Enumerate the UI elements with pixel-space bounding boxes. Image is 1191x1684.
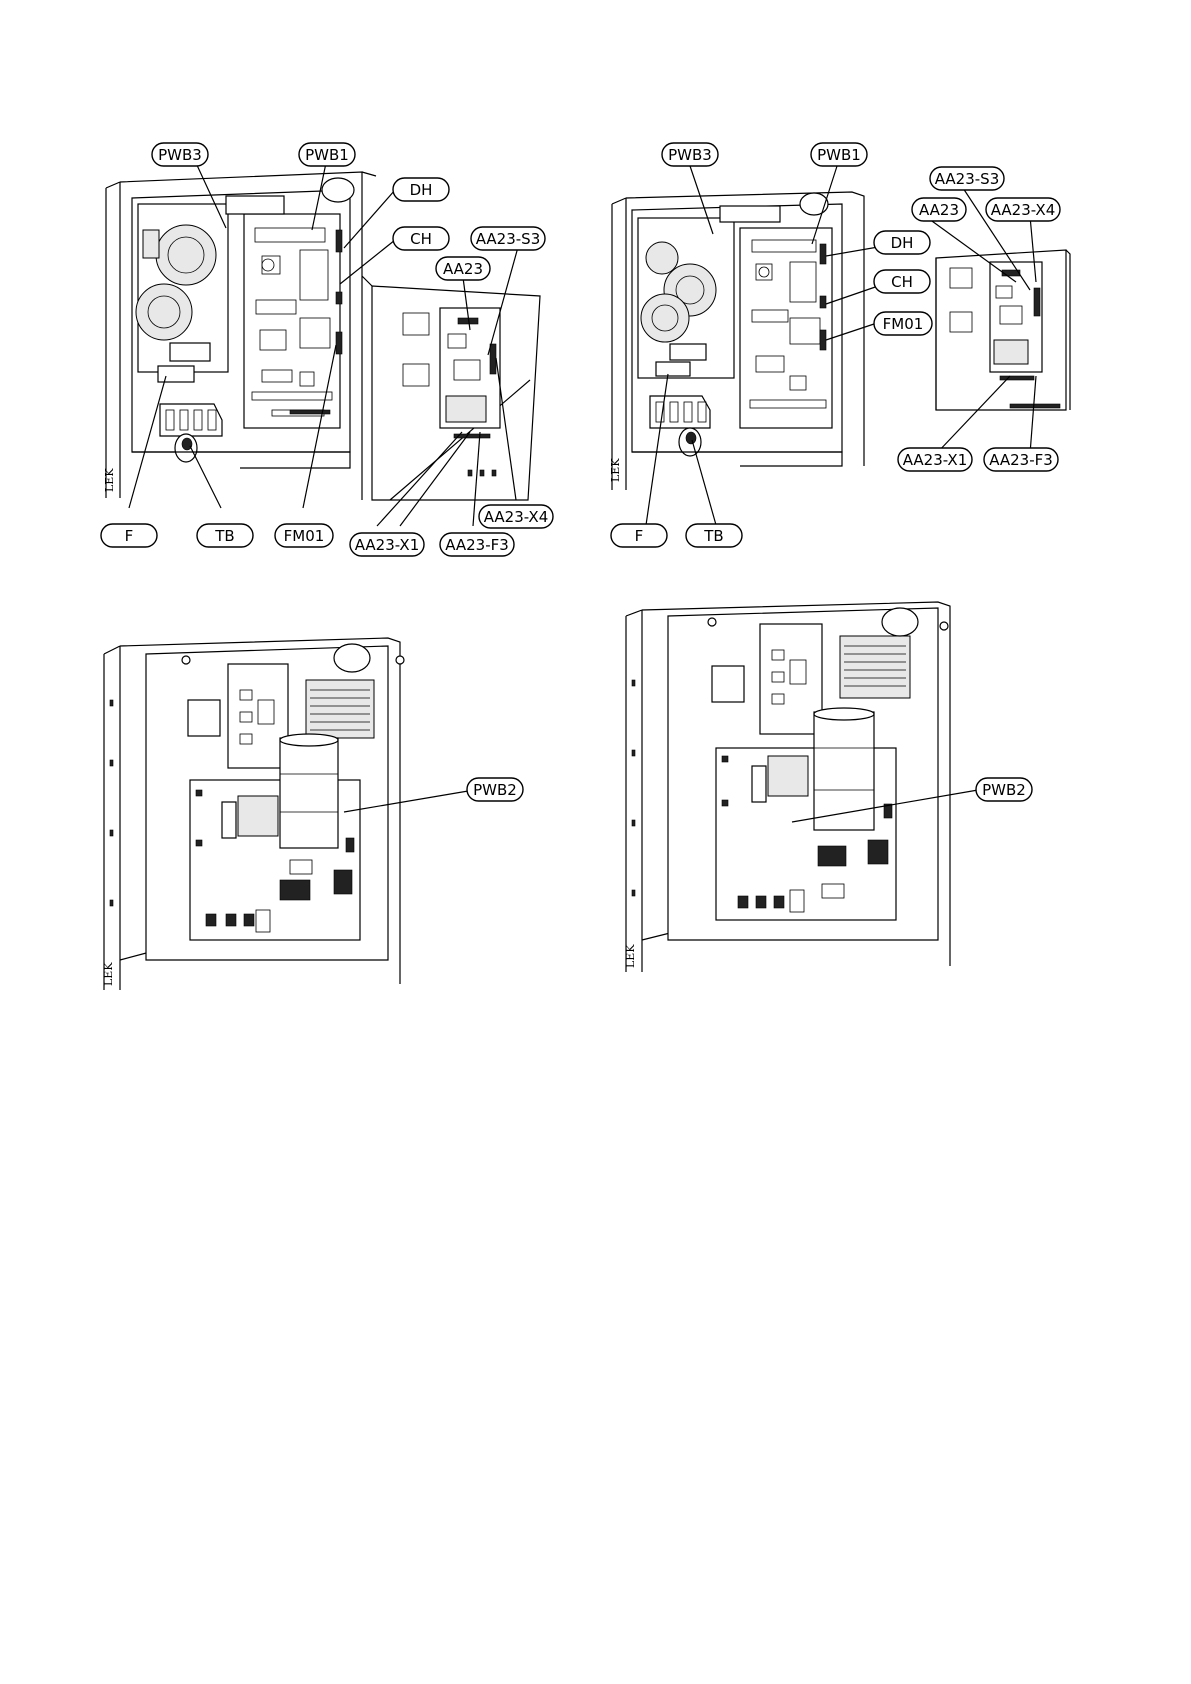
callout-dh: DH	[874, 231, 930, 254]
svg-text:PWB1: PWB1	[305, 146, 349, 164]
callout-f: F	[611, 524, 667, 547]
figure-top-left: LEK	[101, 143, 553, 556]
svg-text:AA23-S3: AA23-S3	[935, 170, 1000, 188]
svg-text:TB: TB	[214, 527, 234, 545]
svg-text:AA23-F3: AA23-F3	[445, 536, 509, 554]
svg-text:AA23-X4: AA23-X4	[991, 201, 1056, 219]
figure-bottom-right: LEK	[624, 602, 1032, 972]
figure-top-right: LEK	[609, 143, 1070, 547]
aa23-door	[362, 276, 540, 500]
pwb1-board	[740, 228, 832, 428]
svg-text:TB: TB	[703, 527, 723, 545]
electrolytic-capacitor	[280, 738, 338, 848]
callout-ch: CH	[393, 227, 449, 250]
svg-text:FM01: FM01	[883, 315, 924, 333]
transformer	[238, 796, 278, 836]
svg-text:AA23-X1: AA23-X1	[903, 451, 968, 469]
brand-mark: LEK	[102, 962, 115, 986]
svg-text:AA23: AA23	[443, 260, 483, 278]
brand-mark: LEK	[609, 458, 622, 482]
capacitor	[334, 644, 370, 672]
transformer	[768, 756, 808, 796]
callout-aa23-x4: AA23-X4	[479, 505, 553, 528]
callout-tb: TB	[197, 524, 253, 547]
svg-text:CH: CH	[410, 230, 432, 248]
aa23-transformer	[446, 396, 486, 422]
coil-filter	[306, 680, 374, 738]
capacitor	[882, 608, 918, 636]
svg-text:PWB2: PWB2	[982, 781, 1026, 799]
callout-pwb1: PWB1	[299, 143, 355, 166]
svg-text:AA23-X4: AA23-X4	[484, 508, 549, 526]
electrolytic-capacitor	[814, 712, 874, 830]
callout-pwb3: PWB3	[662, 143, 718, 166]
main-panel	[146, 644, 404, 960]
coil-filter	[840, 636, 910, 698]
svg-text:AA23-F3: AA23-F3	[989, 451, 1053, 469]
svg-text:AA23-X1: AA23-X1	[355, 536, 420, 554]
svg-text:PWB3: PWB3	[668, 146, 712, 164]
toroid-coil	[646, 242, 678, 274]
callout-pwb2: PWB2	[976, 778, 1032, 801]
callout-f: F	[101, 524, 157, 547]
svg-text:FM01: FM01	[284, 527, 325, 545]
main-panel	[132, 178, 354, 468]
main-panel	[668, 608, 948, 940]
figure-bottom-left: LEK	[102, 638, 523, 990]
toroid-coil	[156, 225, 216, 285]
callout-fm01: FM01	[874, 312, 932, 335]
svg-text:PWB2: PWB2	[473, 781, 517, 799]
callout-aa23: AA23	[436, 257, 490, 280]
main-panel	[632, 193, 842, 466]
callout-tb: TB	[686, 524, 742, 547]
callout-aa23-x4: AA23-X4	[986, 198, 1060, 221]
callout-aa23-s3: AA23-S3	[930, 167, 1004, 190]
callout-pwb1: PWB1	[811, 143, 867, 166]
svg-text:PWB1: PWB1	[817, 146, 861, 164]
callout-aa23-f3: AA23-F3	[440, 533, 514, 556]
svg-text:CH: CH	[891, 273, 913, 291]
callout-aa23: AA23	[912, 198, 966, 221]
callout-pwb3: PWB3	[152, 143, 208, 166]
aa23-transformer	[994, 340, 1028, 364]
capacitor	[322, 178, 354, 202]
terminal-block	[160, 404, 222, 436]
toroid-coil	[136, 284, 192, 340]
capacitor	[800, 193, 828, 215]
svg-text:F: F	[125, 527, 134, 545]
svg-text:AA23-S3: AA23-S3	[476, 230, 541, 248]
brand-mark: LEK	[624, 944, 637, 968]
toroid-coil	[641, 294, 689, 342]
callout-pwb2: PWB2	[467, 778, 523, 801]
aa23-door	[936, 250, 1070, 410]
terminal-block	[650, 396, 710, 428]
callout-ch: CH	[874, 270, 930, 293]
callout-aa23-s3: AA23-S3	[471, 227, 545, 250]
svg-text:AA23: AA23	[919, 201, 959, 219]
brand-mark: LEK	[103, 468, 116, 492]
relay-board	[760, 624, 822, 734]
svg-text:DH: DH	[891, 234, 914, 252]
callout-aa23-x1: AA23-X1	[898, 448, 972, 471]
svg-text:F: F	[635, 527, 644, 545]
callout-aa23-x1: AA23-X1	[350, 533, 424, 556]
svg-text:DH: DH	[410, 181, 433, 199]
callout-dh: DH	[393, 178, 449, 201]
svg-text:PWB3: PWB3	[158, 146, 202, 164]
callout-fm01: FM01	[275, 524, 333, 547]
callout-aa23-f3: AA23-F3	[984, 448, 1058, 471]
